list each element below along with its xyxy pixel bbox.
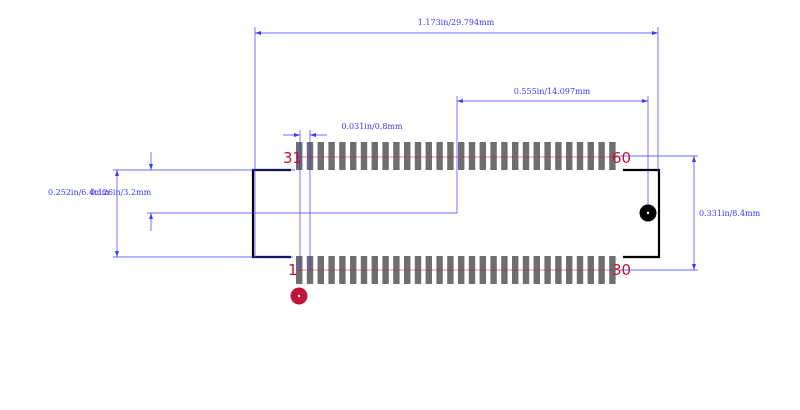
pad-top bbox=[458, 142, 465, 170]
pad-top bbox=[436, 142, 443, 170]
body-outline bbox=[251, 168, 661, 259]
dim-pitch: 0.031in/0.8mm bbox=[341, 122, 403, 131]
pin-label-31: 31 bbox=[283, 149, 302, 167]
pin-label-30: 30 bbox=[612, 261, 631, 279]
pad-top bbox=[598, 142, 605, 170]
pad-top bbox=[609, 142, 616, 170]
pad-top bbox=[317, 142, 324, 170]
pad-top bbox=[414, 142, 422, 170]
pad-top bbox=[425, 142, 432, 170]
pad-top bbox=[371, 142, 378, 170]
pad-top bbox=[350, 142, 357, 170]
dim-row-span: 0.555in/14.097mm bbox=[514, 87, 591, 96]
dim-overall-width: 1.173in/29.794mm bbox=[418, 18, 495, 27]
dim-height-right: 0.331in/8.4mm bbox=[699, 209, 761, 218]
pad-top bbox=[382, 142, 389, 170]
pad-top bbox=[512, 142, 519, 170]
dim-body-height: 0.126in/3.2mm bbox=[90, 188, 152, 197]
pad-top bbox=[587, 142, 594, 170]
pad-top bbox=[555, 142, 562, 170]
pad-top bbox=[339, 142, 346, 170]
pad-top bbox=[468, 142, 476, 170]
pad-top bbox=[404, 142, 411, 170]
pad-row-top bbox=[296, 142, 616, 170]
pad-top bbox=[479, 142, 486, 170]
dim-height-left: 0.252in/6.4mm bbox=[48, 188, 110, 197]
pad-top bbox=[447, 142, 454, 170]
pad-top bbox=[328, 142, 335, 170]
dimension-arrows bbox=[115, 31, 696, 270]
pad-top bbox=[576, 142, 584, 170]
pin1-dot-icon bbox=[290, 287, 308, 305]
pad-top bbox=[360, 142, 368, 170]
pad-top bbox=[566, 142, 573, 170]
orientation-dot-icon bbox=[639, 204, 657, 222]
pin-label-1: 1 bbox=[288, 261, 298, 279]
dimension-lines bbox=[113, 27, 698, 271]
pad-top bbox=[533, 142, 540, 170]
pad-top bbox=[522, 142, 530, 170]
pad-top bbox=[393, 142, 400, 170]
pin-label-60: 60 bbox=[612, 149, 631, 167]
pad-top bbox=[544, 142, 551, 170]
pad-top bbox=[490, 142, 497, 170]
pad-top bbox=[501, 142, 508, 170]
pad-top bbox=[296, 142, 303, 170]
